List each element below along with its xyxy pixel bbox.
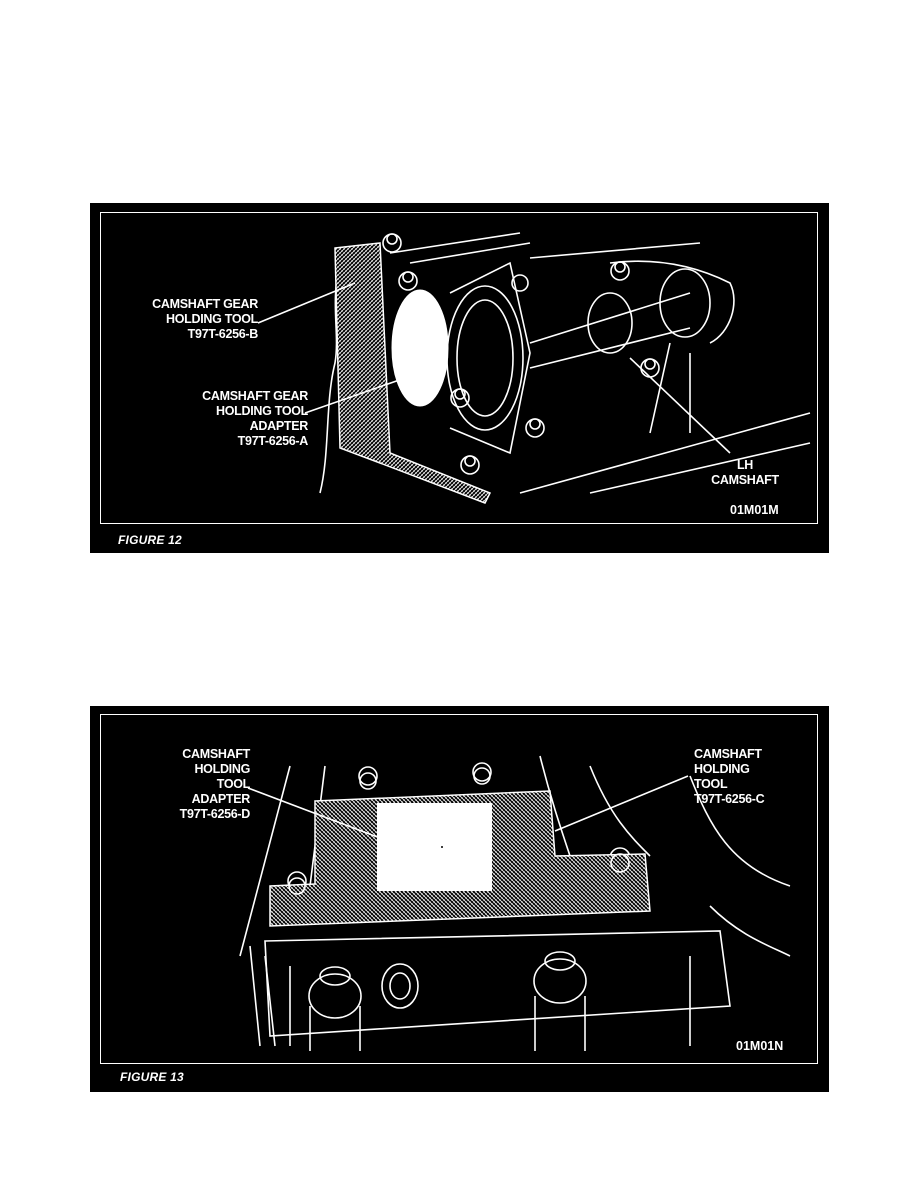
figure-13-code: 01M01N xyxy=(736,1039,784,1053)
label-gear-holding-tool-adapter: CAMSHAFT GEAR HOLDING TOOL ADAPTER T97T-… xyxy=(202,389,308,448)
figure-13-frame xyxy=(100,714,818,1064)
figure-12: CAMSHAFT GEAR HOLDING TOOL T97T-6256-B C… xyxy=(90,203,829,553)
label-camshaft-holding-tool-adapter: CAMSHAFT HOLDING TOOL ADAPTER T97T-6256-… xyxy=(179,747,251,821)
figure-12-code: 01M01M xyxy=(730,503,779,517)
figure-13: CAMSHAFT HOLDING TOOL ADAPTER T97T-6256-… xyxy=(90,706,829,1092)
figure-13-caption: FIGURE 13 xyxy=(120,1070,184,1084)
figure-12-frame xyxy=(100,212,818,524)
figure-12-caption: FIGURE 12 xyxy=(118,533,182,547)
label-gear-holding-tool: CAMSHAFT GEAR HOLDING TOOL T97T-6256-B xyxy=(152,297,258,341)
label-lh-camshaft: LH CAMSHAFT xyxy=(711,458,779,487)
label-camshaft-holding-tool: CAMSHAFT HOLDING TOOL T97T-6256-C xyxy=(694,747,765,806)
figure-13-illustration xyxy=(239,755,791,1051)
figure-12-illustration xyxy=(257,232,811,504)
